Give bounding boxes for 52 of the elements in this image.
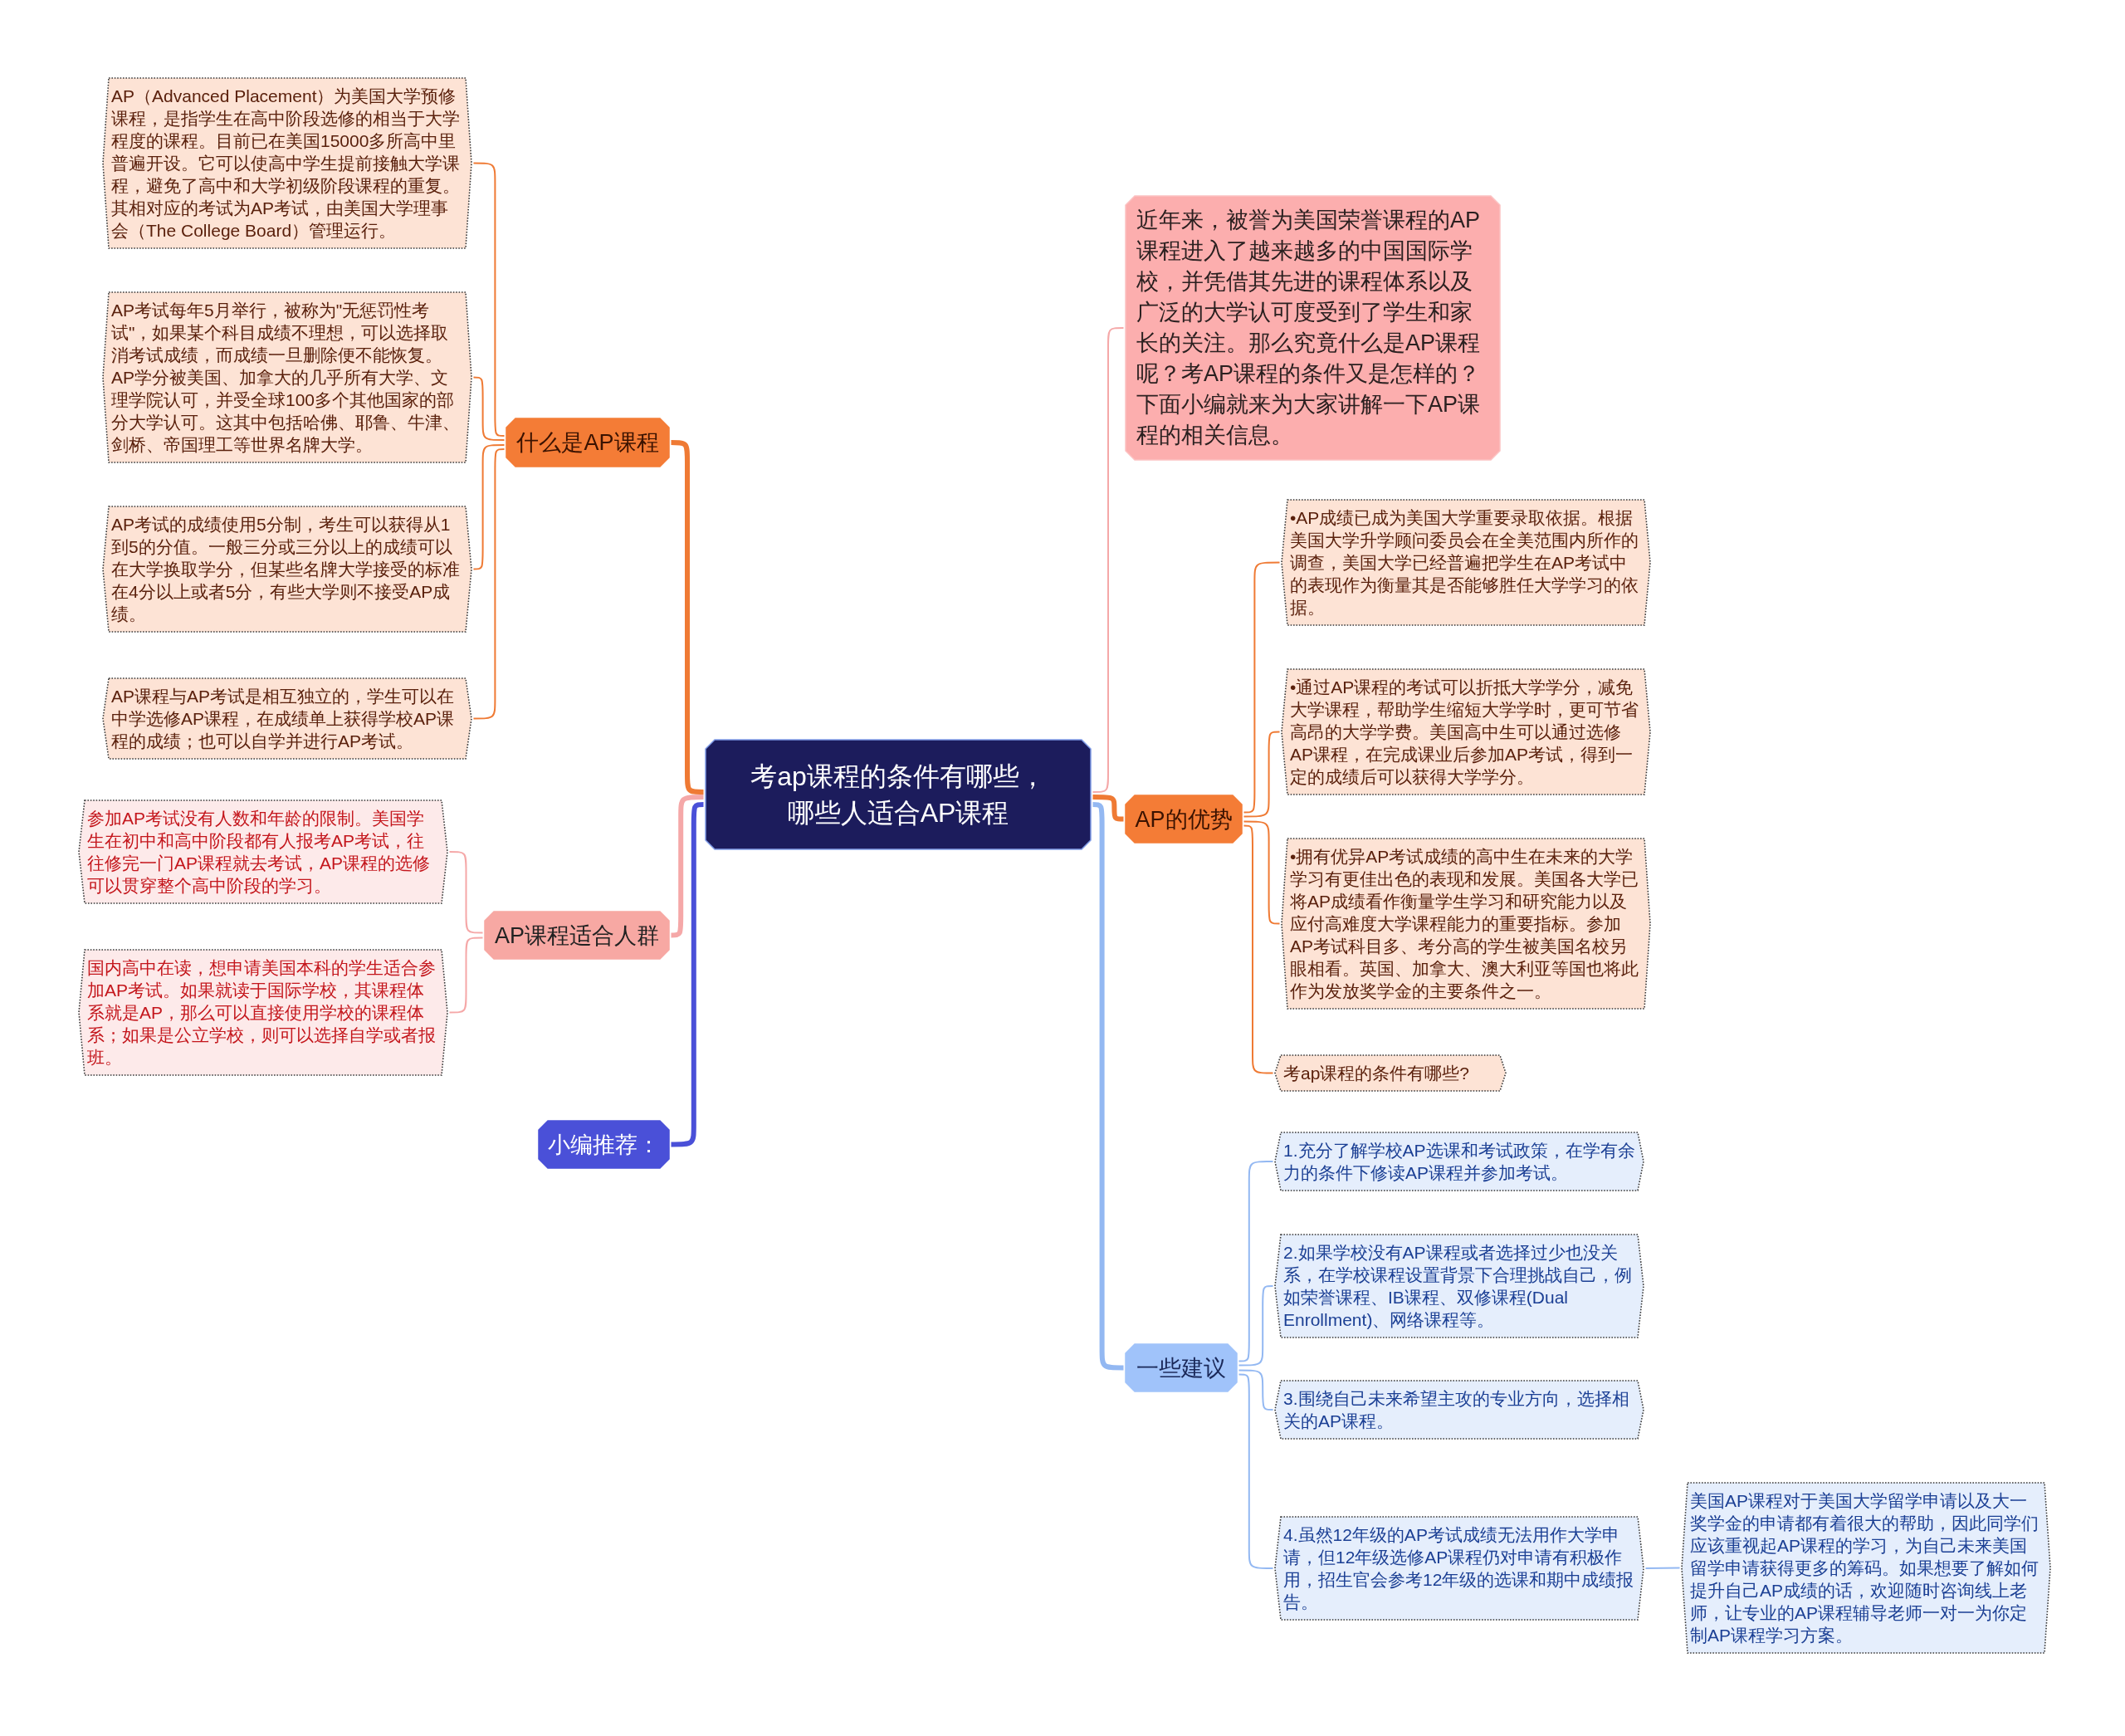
note-box [102,506,472,633]
branch-topic-text: 小编推荐： [548,1131,660,1159]
note-box [1274,1234,1644,1338]
branch-topic-text: 什么是AP课程 [516,429,659,457]
note-text: 国内高中在读，想申请美国本科的学生适合参加AP考试。如果就读于国际学校，其课程体系就是AP，那么可以直接使用学校的课程体系；如果是公立学校，则可以选择自学或者报班。 [87,957,437,1068]
branch-topic-text: AP的优势 [1135,805,1233,834]
note-text: •AP成绩已成为美国大学重要录取依据。根据美国大学升学顾问委员会在全美范围内所作的调查，美国大学已经普遍把学生在AP考试中的表现作为衡量其是否能够胜任大学学习的依据。 [1290,507,1639,619]
connector-line [1238,1369,1274,1411]
note-box [1274,1132,1644,1191]
note-text: AP考试每年5月举行，被称为"无惩罚性考试"，如果某个科目成绩不理想，可以选择取消考试成绩，而成绩一旦删除便不能恢复。AP学分被美国、加拿大的几乎所有大学、文理学院认可，并受全球100多个其他国家的部分大学认可。这其中包括哈佛、耶鲁、牛津、剑桥、帝国理工等世界名牌大学。 [111,300,461,456]
connector-line [472,444,506,570]
connector-line [1092,795,1124,822]
connector-line [472,376,506,441]
branch-topic-text: AP课程适合人群 [495,922,659,950]
note-box [1274,1380,1644,1440]
note-text: 考ap课程的条件有哪些? [1283,1063,1471,1084]
note-box [102,677,472,760]
note-text: 2.如果学校没有AP课程或者选择过少也没关系，在学校课程设置背景下合理挑战自己，例如荣誉课程、IB课程、双修课程(Dual Enrollment)、网络课程等。 [1283,1242,1633,1331]
intro-box [1125,195,1501,461]
note-box [1281,668,1651,795]
note-text: 美国AP课程对于美国大学留学申请以及大一奖学金的申请都有着很大的帮助，因此同学们应该重视起AP课程的学习，为自己未来美国留学申请获得更多的筹码。如果想要了解如何提升自己AP成绩的话，欢迎随时咨询线上老师，让专业的AP课程辅导老师一对一为你定制AP课程学习方案。 [1690,1490,2040,1646]
note-box [78,800,448,904]
note-text: 1.充分了解学校AP选课和考试政策，在学有余力的条件下修读AP课程并参加考试。 [1283,1140,1635,1184]
intro-text: 近年来，被誉为美国荣誉课程的AP课程进入了越来越多的中国国际学校，并凭借其先进的课程体系以及广泛的大学认可度受到了学生和家长的关注。那么究竟什么是AP课程呢？考AP课程的条件又是怎样的？下面小编就来为大家讲解一下AP课程的相关信息。 [1136,207,1482,449]
note-box [1281,499,1651,626]
central-topic-text: 考ap课程的条件有哪些，哪些人适合AP课程 [750,760,1047,829]
note-text: 3.围绕自己未来希望主攻的专业方向，选择相关的AP课程。 [1283,1388,1630,1432]
connector-line [671,802,704,1147]
note-text: •通过AP课程的考试可以折抵大学学分，减免大学课程，帮助学生缩短大学学时，更可节省高昂的大学学费。美国高中生可以通过选修AP课程，在完成课业后参加AP考试，得到一定的成绩后可以获得大学学分。 [1290,677,1639,788]
branch-topic-box [484,911,670,960]
note-box [1274,1516,1644,1621]
branch-topic-text: 一些建议 [1136,1354,1226,1382]
branch-topic-box [1125,1343,1238,1392]
note-text: AP考试的成绩使用5分制，考生可以获得从1到5的分值。一般三分或三分以上的成绩可以在大学换取学分，但某些名牌大学接受的标准在4分以上或者5分，有些大学则不接受AP成绩。 [111,514,461,625]
branch-topic-box [506,418,670,467]
connector-line [671,440,704,795]
connector-line [1243,731,1281,818]
branch-topic-box [538,1120,670,1169]
central-topic-box [705,739,1092,850]
note-text: 4.虽然12年级的AP考试成绩无法用作大学申请，但12年级选修AP课程仍对申请有积极作用，招生官会参考12年级的选课和期中成绩报告。 [1283,1524,1635,1613]
branch-topic-box [1125,795,1243,844]
note-text: AP（Advanced Placement）为美国大学预修课程，是指学生在高中阶段选修的相当于大学程度的课程。目前已在美国15000多所高中里普遍开设。它可以使高中学生提前接触大学课程，避免了高中和大学初级阶段课程的重复。其相对应的考试为AP考试，由美国大学理事会（The College Board）管理运行。 [111,86,461,242]
note-text: AP课程与AP考试是相互独立的，学生可以在中学选修AP课程，在成绩单上获得学校AP课程的成绩；也可以自学并进行AP考试。 [111,686,456,752]
note-box [1274,1054,1507,1092]
connector-line [1238,1285,1274,1367]
note-text: •拥有优异AP考试成绩的高中生在未来的大学学习有更佳出色的表现和发展。美国各大学已将AP成绩看作衡量学生学习和研究能力以及应付高难度大学课程能力的重要指标。参加AP考试科目多、考分高的学生被美国名校另眼相看。英国、加拿大、澳大利亚等国也将此作为发放奖学金的主要条件之一。 [1290,846,1639,1002]
connector-line [1644,1567,1681,1569]
connector-line [1243,820,1281,925]
connector-line [1092,802,1124,1371]
note-box [78,949,448,1076]
note-text: 参加AP考试没有人数和年龄的限制。美国学生在初中和高中阶段都有人报考AP考试，往往修完一门AP课程就去考试，AP课程的选修可以贯穿整个高中阶段的学习。 [87,808,432,897]
connector-line [671,795,704,938]
